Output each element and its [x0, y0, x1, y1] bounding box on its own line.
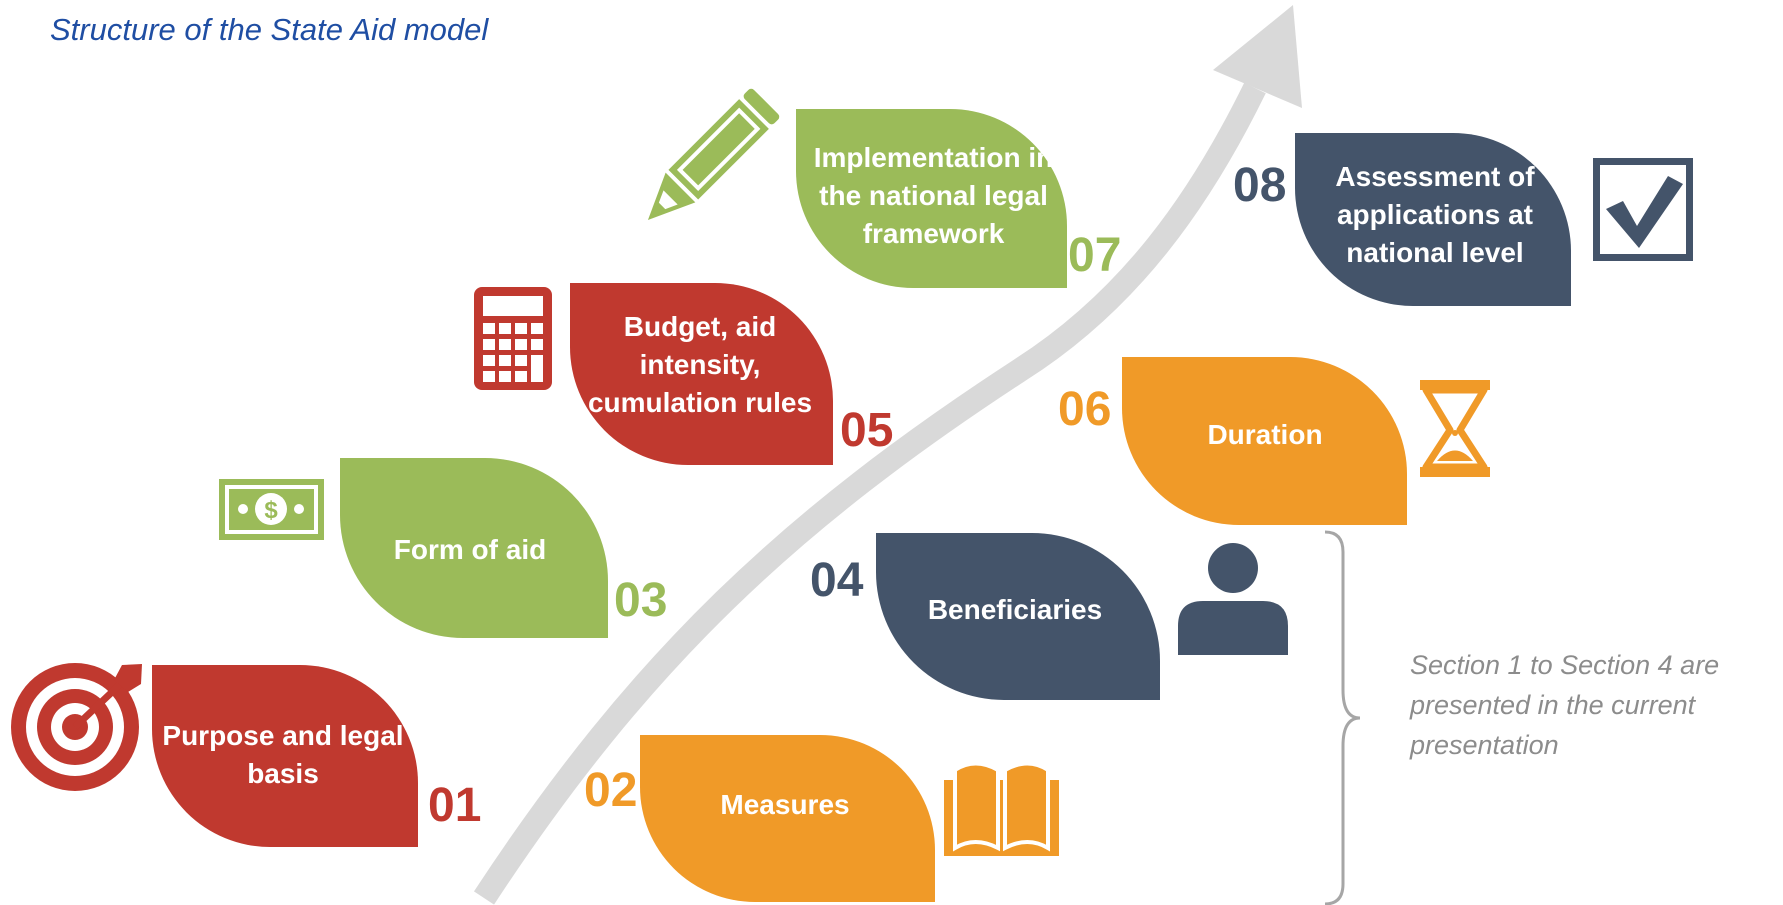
step-03-number: 03: [614, 574, 668, 627]
step-02-number: 02: [584, 764, 638, 817]
step-05-number: 05: [840, 404, 894, 457]
section-bracket: [1324, 530, 1361, 905]
step-07-shape: [796, 109, 1067, 288]
step-07-number: 07: [1068, 229, 1122, 282]
step-06-label: Duration: [1207, 419, 1323, 450]
step-02-label: Measures: [720, 789, 850, 820]
book-icon: [944, 761, 1059, 856]
step-08-number: 08: [1233, 159, 1287, 212]
target-icon: [11, 663, 142, 791]
step-08-shape: [1295, 133, 1571, 306]
calculator-icon: [474, 287, 552, 390]
step-01-label: Purpose and legal basis: [162, 720, 404, 789]
person-icon: [1178, 543, 1288, 655]
checkbox-icon: [1593, 158, 1693, 261]
step-03-label: Form of aid: [393, 534, 547, 565]
step-05-shape: [570, 283, 833, 465]
pencil-icon: [647, 88, 780, 221]
step-04-shape: [876, 533, 1160, 700]
step-06-shape: [1122, 357, 1407, 525]
step-04-label: Beneficiaries: [927, 594, 1103, 625]
section-note: Section 1 to Section 4 are presented in …: [1410, 650, 1720, 760]
banknote-icon: $: [219, 479, 324, 540]
step-01-number: 01: [428, 779, 482, 832]
step-01-shape: [152, 665, 418, 847]
step-08-label: Assessment of applications at national l…: [1335, 161, 1535, 268]
step-05-label: Budget, aid intensity, cumulation rules: [587, 311, 813, 418]
diagram-title: Structure of the State Aid model: [50, 12, 489, 47]
step-02-shape: [640, 735, 935, 902]
step-04-number: 04: [810, 554, 864, 607]
step-07-label: Implementation in the national legal fra…: [813, 142, 1054, 249]
step-06-number: 06: [1058, 383, 1112, 436]
growth-arrow: [473, 5, 1302, 905]
step-03-shape: [340, 458, 608, 638]
svg-text:$: $: [264, 497, 278, 524]
hourglass-icon: [1420, 380, 1490, 477]
